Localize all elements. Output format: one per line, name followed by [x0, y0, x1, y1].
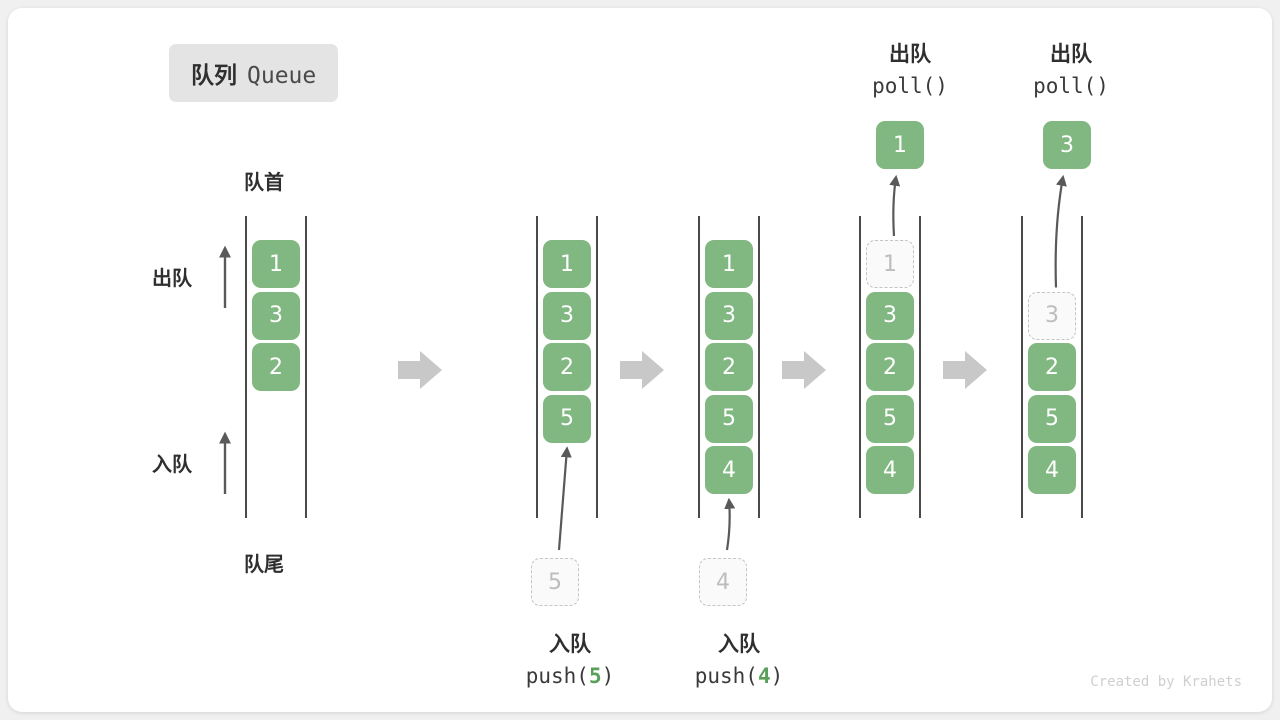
queue-cell-col-after-push-4-2: 2 — [705, 343, 753, 391]
queue-rail-right — [758, 216, 760, 518]
queue-cell-col-after-push-4-0: 1 — [705, 240, 753, 288]
queue-cell-col-after-push-5-0: 1 — [543, 240, 591, 288]
popped-element-col-after-poll-3: 3 — [1043, 121, 1091, 169]
step-arrow-2 — [620, 351, 664, 389]
queue-cell-col-after-poll-1-4: 4 — [866, 446, 914, 494]
queue-cell-col-after-poll-1-0: 1 — [866, 240, 914, 288]
queue-column-col-after-push-4 — [698, 216, 760, 518]
title-chinese: 队列 — [191, 63, 237, 89]
queue-cell-col-after-poll-3-2: 2 — [1028, 343, 1076, 391]
queue-cell-col-after-push-4-1: 3 — [705, 291, 753, 340]
queue-column-col-after-poll-3 — [1021, 216, 1083, 518]
step-arrow-1 — [398, 351, 442, 389]
operation-label-col-after-poll-3: 出队 poll() — [981, 38, 1161, 101]
queue-cell-col-after-poll-1-3: 5 — [866, 394, 914, 443]
credit-watermark: Created by Krahets — [1090, 674, 1242, 690]
operation-label-col-after-push-4: 入队 push(4) — [649, 628, 829, 691]
operation-label-line2: poll() — [872, 73, 948, 98]
queue-rail-right — [1081, 216, 1083, 518]
queue-column-col-after-poll-1 — [859, 216, 921, 518]
step-arrow-3 — [782, 351, 826, 389]
operation-label-line2: poll() — [1033, 73, 1109, 98]
queue-cell-col-after-push-5-2: 2 — [543, 343, 591, 391]
queue-cell-col-after-poll-3-1: 3 — [1028, 291, 1076, 340]
operation-label-line2: push(5) — [525, 663, 615, 688]
queue-rail-right — [919, 216, 921, 518]
incoming-ghost-col-after-push-4: 4 — [699, 558, 747, 606]
side-op-label-enqueue: 入队 — [152, 452, 192, 476]
step-arrow-4 — [943, 351, 987, 389]
operation-label-col-after-poll-1: 出队 poll() — [820, 38, 1000, 101]
title-english: Queue — [247, 63, 317, 89]
queue-rail-left — [859, 216, 861, 518]
popped-element-col-after-poll-1: 1 — [876, 121, 924, 169]
queue-cell-col-after-poll-1-2: 2 — [866, 343, 914, 391]
incoming-ghost-col-after-push-5: 5 — [531, 558, 579, 606]
diagram-title-badge: 队列 Queue — [169, 44, 339, 102]
operation-label-line2: push(4) — [694, 663, 784, 688]
operation-label-line1: 出队 — [1050, 42, 1092, 66]
queue-rail-left — [536, 216, 538, 518]
queue-rail-right — [305, 216, 307, 518]
queue-cell-col-initial-1: 3 — [252, 291, 300, 340]
operation-label-value: 4 — [757, 663, 771, 688]
queue-rail-left — [245, 216, 247, 518]
queue-cell-col-initial-2: 2 — [252, 343, 300, 391]
queue-rail-left — [698, 216, 700, 518]
queue-column-col-after-push-5 — [536, 216, 598, 518]
operation-label-line1: 入队 — [718, 632, 760, 656]
tail-label: 队尾 — [244, 552, 284, 576]
queue-cell-col-after-poll-3-4: 4 — [1028, 446, 1076, 494]
queue-cell-col-after-push-5-3: 5 — [543, 394, 591, 443]
queue-cell-col-after-push-4-4: 4 — [705, 446, 753, 494]
head-label: 队首 — [244, 170, 284, 194]
queue-rail-left — [1021, 216, 1023, 518]
operation-label-value: 5 — [588, 663, 602, 688]
queue-cell-col-after-push-5-1: 3 — [543, 291, 591, 340]
operation-label-line1: 入队 — [549, 632, 591, 656]
side-op-label-dequeue: 出队 — [152, 266, 192, 290]
queue-rail-right — [596, 216, 598, 518]
operation-label-col-after-push-5: 入队 push(5) — [480, 628, 660, 691]
queue-cell-col-after-poll-1-1: 3 — [866, 291, 914, 340]
operation-label-line1: 出队 — [889, 42, 931, 66]
queue-cell-col-after-push-4-3: 5 — [705, 394, 753, 443]
queue-cell-col-after-poll-3-3: 5 — [1028, 394, 1076, 443]
queue-cell-col-initial-0: 1 — [252, 240, 300, 288]
queue-column-col-initial — [245, 216, 307, 518]
